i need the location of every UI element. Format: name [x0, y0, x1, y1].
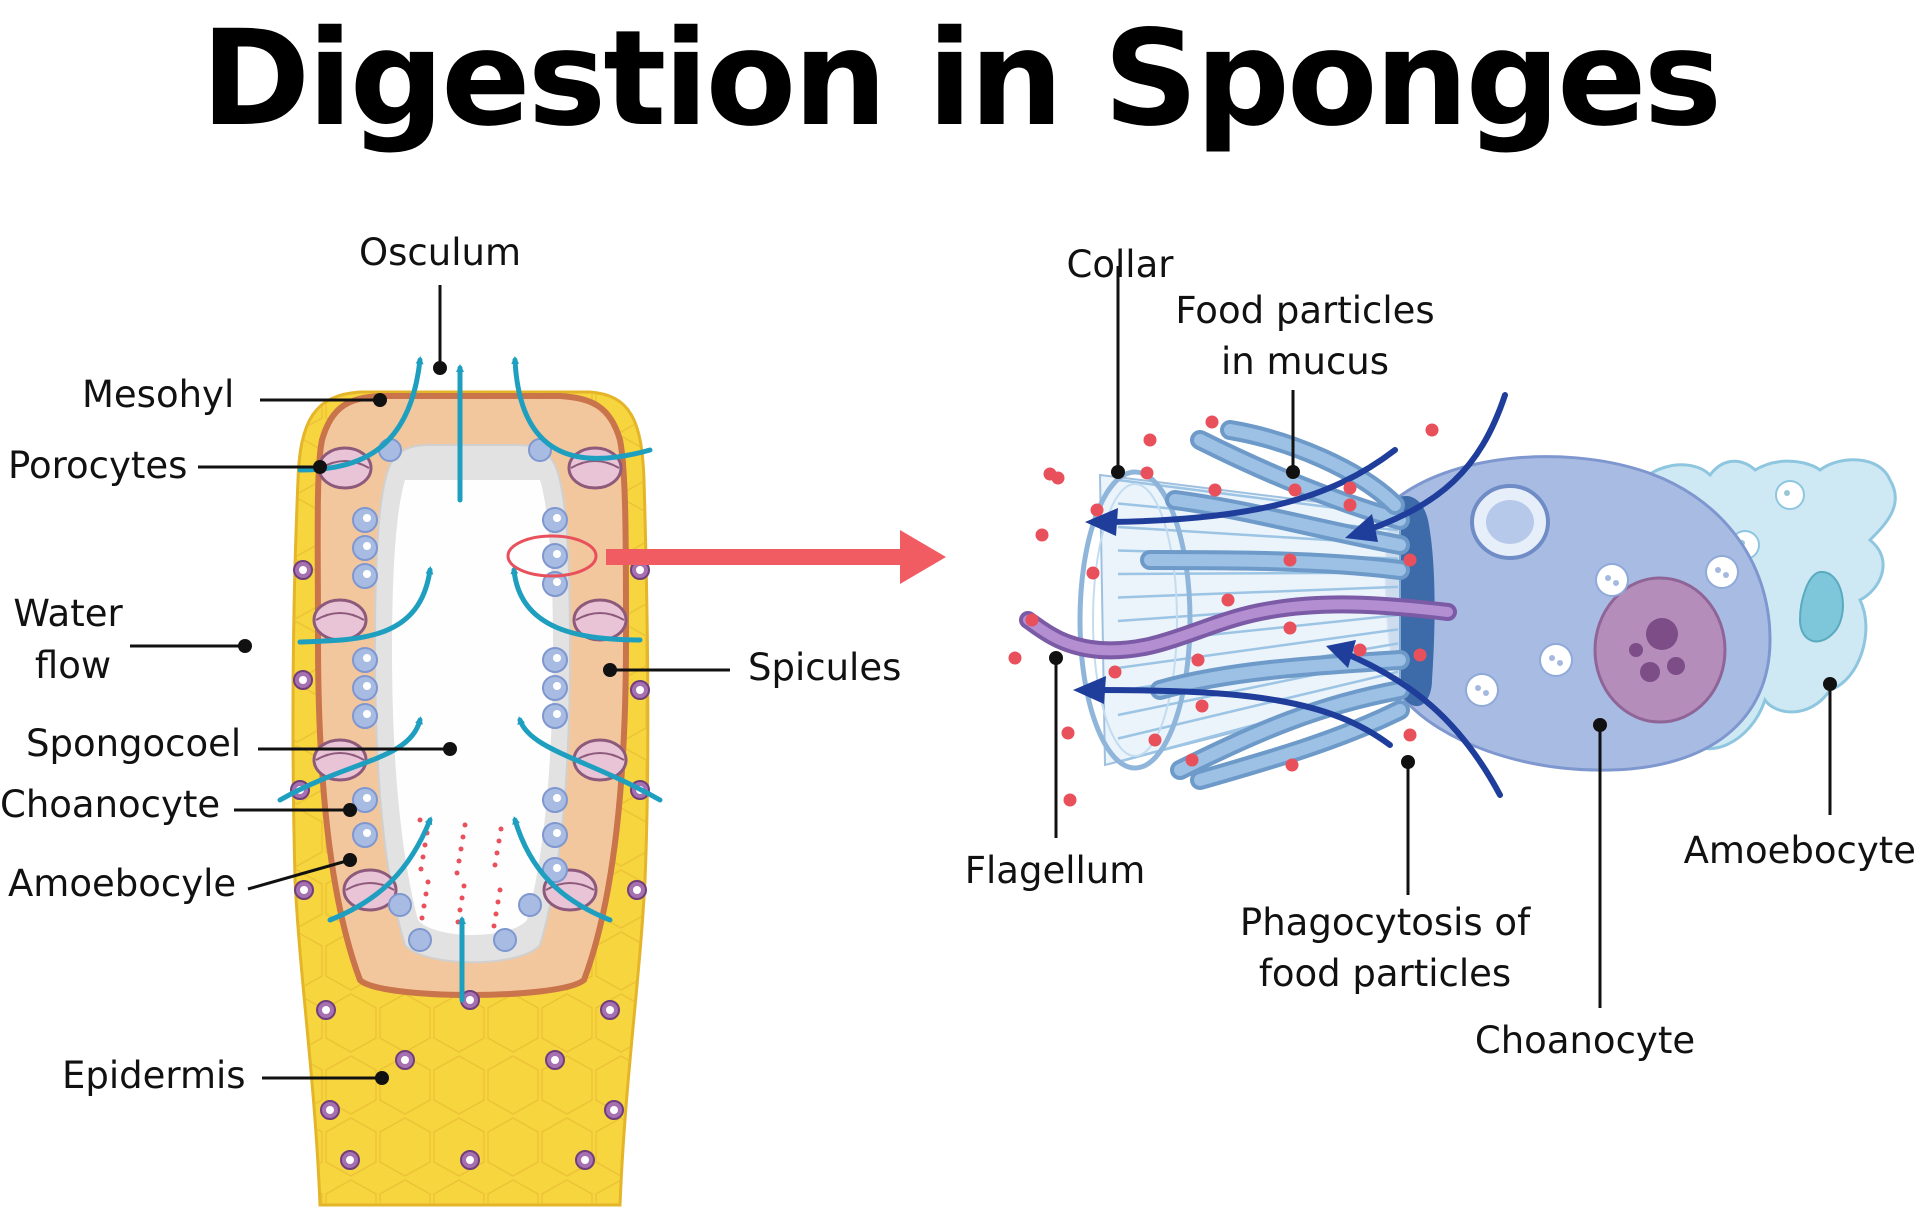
- label-flagellum: Flagellum: [964, 849, 1146, 892]
- water-flow-arrows: [277, 356, 663, 1003]
- label-porocytes: Porocytes: [8, 444, 188, 487]
- label-osculum: Osculum: [359, 231, 521, 274]
- label-spicules: Spicules: [748, 646, 902, 689]
- label-mesohyl: Mesohyl: [82, 373, 235, 416]
- sponge-body: [277, 356, 663, 1207]
- zoom-highlight-ellipse: [506, 534, 598, 578]
- water-current-arrows: [1095, 392, 1508, 798]
- label-choanocyte-sponge: Choanocyte: [0, 783, 221, 826]
- epidermis-cell-nuclei: [290, 560, 650, 1170]
- choanocyte-lining: [352, 438, 568, 952]
- label-leader-dots: [238, 361, 1837, 1085]
- label-amoebocyte-cell: Amoebocyte: [1683, 829, 1916, 872]
- nucleus: [1593, 576, 1727, 724]
- label-epidermis: Epidermis: [62, 1054, 246, 1097]
- label-phagocytosis-line2: food particles: [1258, 952, 1512, 995]
- label-food-particles-line1: Food particles: [1175, 289, 1435, 332]
- label-spongocoel: Spongocoel: [26, 722, 242, 765]
- zoom-arrow: [606, 530, 946, 584]
- choanocyte-detail: [1008, 392, 1897, 807]
- label-choanocyte-cell: Choanocyte: [1474, 1019, 1696, 1062]
- label-water-flow-line2: flow: [34, 644, 112, 687]
- label-leader-lines: [130, 266, 1832, 1080]
- label-amoebocyte-sponge: Amoebocyle: [8, 862, 237, 905]
- page-title: Digestion in Sponges: [200, 2, 1722, 156]
- label-phagocytosis-line1: Phagocytosis of: [1239, 901, 1531, 944]
- food-particles: [1008, 415, 1439, 807]
- label-food-particles-line2: in mucus: [1220, 340, 1390, 383]
- label-water-flow-line1: Water: [13, 592, 123, 635]
- label-collar: Collar: [1066, 243, 1174, 286]
